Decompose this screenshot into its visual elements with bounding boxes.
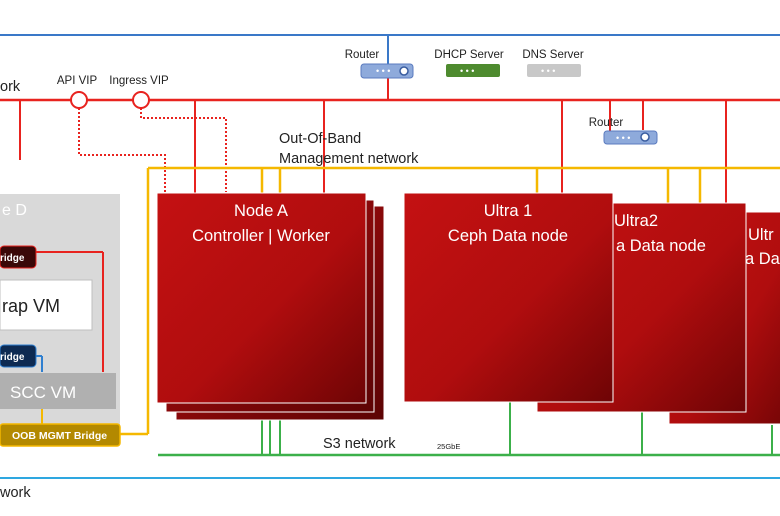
bridge-blue-label: ridge — [0, 352, 25, 363]
dhcp-server-dots: • • • — [460, 66, 474, 76]
bridge-blue — [0, 344, 37, 368]
node-a-role: Controller | Worker — [192, 227, 330, 245]
oob-mgmt-bridge-label: OOB MGMT Bridge — [12, 430, 107, 442]
api-vip-label: API VIP — [57, 75, 98, 87]
router-mid-port — [640, 132, 650, 142]
router-mid-dots: • • • — [616, 133, 630, 143]
bridge-red-label: ridge — [0, 253, 25, 264]
bottom-network-label-fragment: work — [0, 485, 31, 501]
ultra1-role: Ceph Data node — [448, 227, 568, 245]
ingress-vip-label: Ingress VIP — [109, 75, 169, 87]
ultra2-role: a Data node — [616, 237, 706, 255]
bootstrap-vm-label: rap VM — [2, 296, 60, 316]
dns-server-dots: • • • — [541, 66, 555, 76]
oob-network-label-line2: Management network — [279, 151, 419, 167]
node-a-box — [156, 192, 367, 404]
ultra1-title: Ultra 1 — [484, 202, 533, 220]
dns-server-icon — [527, 64, 581, 77]
oob-mgmt-bridge — [0, 423, 121, 447]
s3-speed-label: 25GbE — [437, 442, 460, 451]
ultra1-box — [403, 192, 614, 403]
bridge-red — [0, 245, 37, 269]
left-host-title: e D — [2, 202, 27, 219]
dns-server-label: DNS Server — [522, 49, 584, 61]
top-network-label-fragment: ork — [0, 79, 21, 95]
scc-vm-label: SCC VM — [10, 383, 76, 402]
router-top-port — [399, 66, 409, 76]
ingress-vip-circle — [132, 91, 150, 109]
dhcp-server-label: DHCP Server — [434, 49, 504, 61]
oob-network-label-line1: Out-Of-Band — [279, 131, 361, 147]
s3-network-label: S3 network — [323, 436, 396, 452]
ultra3-title: Ultr — [748, 226, 774, 244]
router-mid-label: Router — [589, 117, 624, 129]
router-top-label: Router — [345, 49, 380, 61]
bootstrap-vm — [0, 279, 93, 331]
dhcp-server-icon — [446, 64, 500, 77]
ingress-vip-dotted-link — [140, 108, 227, 192]
ultra3-role: a Dat — [745, 250, 780, 268]
router-top-icon — [360, 63, 414, 79]
api-vip-dotted-link — [78, 108, 166, 192]
node-a-title: Node A — [234, 202, 288, 220]
scc-vm — [0, 373, 116, 409]
api-vip-circle — [70, 91, 88, 109]
ultra2-title: Ultra2 — [614, 212, 658, 230]
router-top-dots: • • • — [376, 66, 390, 76]
